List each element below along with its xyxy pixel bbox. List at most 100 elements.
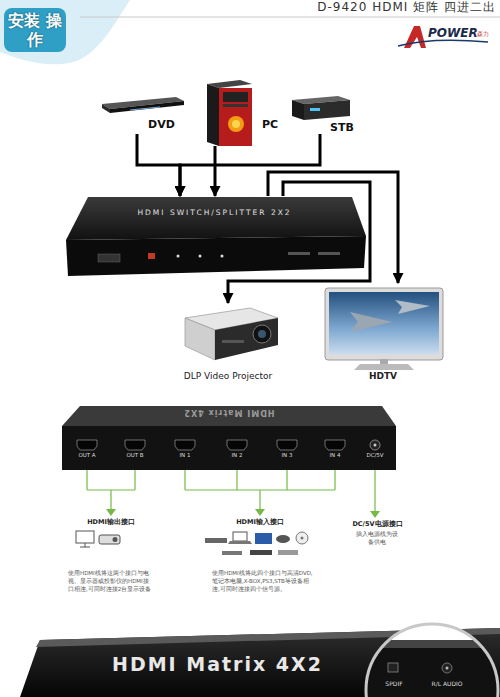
callout-title: HDMI输入接口 <box>212 518 308 526</box>
projector-art-part <box>185 318 215 360</box>
rear-panel-art-part <box>277 440 297 450</box>
logo-mark-part <box>398 40 488 46</box>
input-icons-part <box>250 550 272 555</box>
input-icons-part <box>233 532 247 541</box>
node-label: HDMI SWITCH/SPLITTER 2X2 <box>87 208 342 217</box>
node-label: PC <box>262 118 282 132</box>
connector-arrow <box>180 134 320 196</box>
projector-art-part <box>222 340 244 343</box>
dvd-player-art <box>102 97 184 113</box>
output-icons-part <box>85 543 86 547</box>
input-icons-part <box>276 535 290 543</box>
leader-arrows-part <box>106 509 116 516</box>
leader-lines-part <box>185 470 335 510</box>
switch-art-part <box>288 252 310 255</box>
callout-note: 插入电源线为设备供电 <box>355 530 399 546</box>
node-label: IN 3 <box>269 452 305 459</box>
rear-panel: HDMI Matrix 4X2OUT AOUT BIN 1IN 2IN 3IN … <box>62 404 396 470</box>
switch-art-part <box>177 255 180 258</box>
connector-arrow <box>137 134 180 196</box>
switch-art-part <box>66 197 366 240</box>
logo-mark <box>398 26 488 48</box>
background-part <box>0 0 130 64</box>
background-part <box>80 17 500 18</box>
hdtv-art-part <box>350 312 392 332</box>
set-top-box-art-part <box>292 100 304 120</box>
rear-panel-art <box>62 406 396 470</box>
audio-inset-body-part <box>362 648 500 697</box>
switch-art-part <box>148 253 155 259</box>
audio-inset-body-part <box>446 667 449 670</box>
node-label: HDMI Matrix 4X2 <box>112 652 352 676</box>
leader-lines <box>87 470 375 512</box>
hdmi-switch: HDMI SWITCH/SPLITTER 2X2 <box>65 196 365 278</box>
node-label: OUT A <box>69 452 105 459</box>
logo-mark-part <box>404 26 426 48</box>
input-icons-part <box>228 541 252 544</box>
pc-tower-art-part <box>207 84 219 146</box>
audio-inset: SPDIF R/L AUDIO <box>362 640 500 697</box>
projector-art-part <box>215 318 278 360</box>
rear-panel-art-part <box>227 440 247 450</box>
projector-art <box>185 308 278 360</box>
node-label: IN 4 <box>317 452 353 459</box>
set-top-box-art-part <box>304 100 350 120</box>
node-label: DC/5V <box>357 452 393 459</box>
audio-inset-body-part <box>388 663 398 672</box>
callout-note: 使用HDMI线将此四个接口与高清DVD,笔记本电脑,X-BOX,PS3,STB等… <box>212 569 314 593</box>
brand-logo: 森力 <box>477 30 497 38</box>
output-icons-part <box>113 537 118 542</box>
callout-note: 使用HDMI线将这两个接口与电视、显示器或投影仪的HDMI接口相连,可同时连接2… <box>68 569 152 593</box>
connector-arrow <box>268 172 398 283</box>
output-icons-part <box>76 531 94 543</box>
switch-art-part <box>98 254 120 262</box>
node-label: 安装 操作 <box>6 11 64 49</box>
callout-title: DC/5V电源接口 <box>340 520 415 528</box>
hdtv-art-part <box>325 288 443 360</box>
node-label: IN 1 <box>167 452 203 459</box>
node-label: DLP Video Projector <box>172 371 284 382</box>
input-icons-part <box>301 537 304 540</box>
switch-art-part <box>221 255 224 258</box>
set-top-box-art <box>292 96 350 120</box>
input-icons-part <box>222 551 242 555</box>
dvd-player-art-part <box>110 101 184 113</box>
audio-inset-art <box>362 624 500 697</box>
node-label: R/L AUDIO <box>424 680 470 688</box>
projector-art-part <box>258 330 266 338</box>
node-label: SPDIF <box>376 680 412 688</box>
output-icons-part <box>99 535 120 544</box>
page-title: D-9420 HDMI 矩阵 四进二出 <box>270 0 496 15</box>
node-label: OUT B <box>117 452 153 459</box>
connector-arrow <box>214 146 217 196</box>
input-icons-part <box>278 550 298 555</box>
switch-art <box>66 197 366 276</box>
set-top-box: STB <box>288 92 360 134</box>
rear-panel-art-part <box>374 444 377 447</box>
input-icons-part <box>255 533 272 544</box>
section-badge: 安装 操作 <box>4 8 66 52</box>
input-icons <box>205 532 308 555</box>
pc-tower-art <box>207 80 252 146</box>
audio-inset-body <box>362 640 500 697</box>
hdtv-art <box>325 288 443 370</box>
input-icons-part <box>296 532 308 544</box>
projector: DLP Video Projector <box>172 303 284 387</box>
node-label: STB <box>330 121 360 135</box>
node-label: HDTV <box>322 371 444 382</box>
switch-art-part <box>66 236 366 276</box>
pc-tower-art-part <box>219 88 252 146</box>
pc-tower-art-part <box>223 92 248 102</box>
leader-arrows-part <box>370 511 380 518</box>
hdtv: HDTV <box>322 283 444 387</box>
audio-inset-art-part <box>366 624 498 697</box>
leader-lines-part <box>374 470 375 512</box>
hdtv-art-part <box>354 364 414 370</box>
dvd-player-art-part <box>130 107 160 110</box>
output-icons-part <box>80 547 90 548</box>
set-top-box-art-part <box>310 108 320 111</box>
